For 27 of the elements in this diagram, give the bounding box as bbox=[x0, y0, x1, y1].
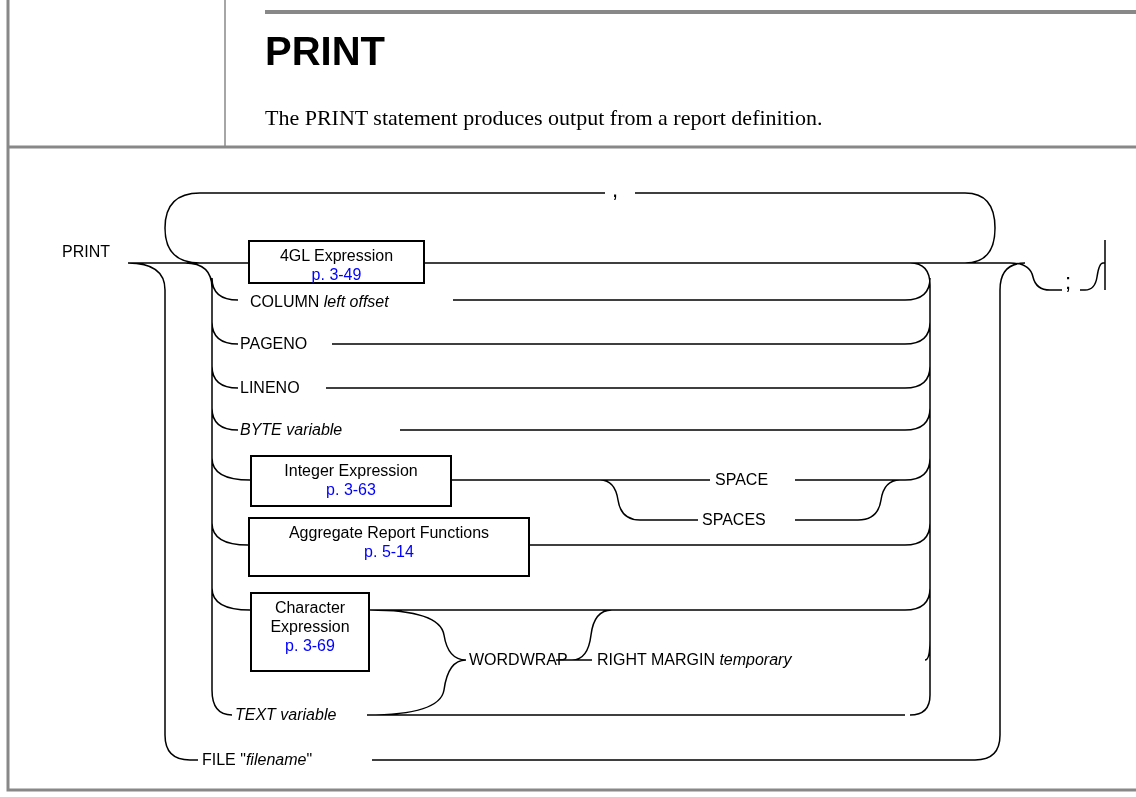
page-reference-link: p. 5-14 bbox=[363, 542, 415, 561]
keyword: BYTE variable bbox=[240, 420, 343, 440]
page-reference-link: p. 3-63 bbox=[325, 480, 377, 499]
element-name: Integer Expression bbox=[283, 461, 419, 480]
keyword: FILE "filename" bbox=[202, 750, 313, 770]
element-name: Aggregate Report Functions bbox=[287, 523, 491, 542]
keyword: COLUMN left offset bbox=[250, 292, 389, 312]
heading: PRINT bbox=[265, 28, 385, 74]
keyword: LINENO bbox=[240, 378, 300, 398]
keyword: WORDWRAP bbox=[469, 650, 568, 670]
element-name: Character Expression bbox=[269, 598, 351, 636]
syntax-element-box bbox=[248, 517, 530, 577]
separator-comma: , bbox=[612, 180, 619, 200]
keyword: SPACES bbox=[702, 510, 766, 530]
syntax-element-box bbox=[250, 455, 452, 507]
keyword: SPACE bbox=[715, 470, 769, 490]
statement-keyword: PRINT bbox=[62, 242, 110, 262]
keyword: RIGHT MARGIN temporary bbox=[597, 650, 792, 670]
keyword: PAGENO bbox=[240, 334, 308, 354]
separator-semicolon: ; bbox=[1065, 272, 1072, 292]
description: The PRINT statement produces output from a report definition. bbox=[265, 108, 823, 128]
syntax-element-box bbox=[250, 592, 370, 672]
page-reference-link: p. 3-49 bbox=[310, 265, 363, 284]
syntax-element-box bbox=[248, 240, 425, 284]
page-reference-link: p. 3-69 bbox=[284, 636, 336, 655]
element-name: 4GL Expression bbox=[278, 246, 395, 265]
keyword: TEXT variable bbox=[235, 705, 337, 725]
